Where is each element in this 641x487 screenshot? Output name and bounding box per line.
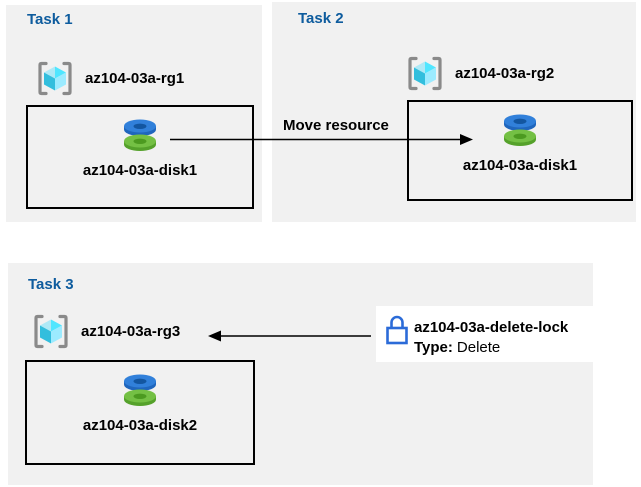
task1-title: Task 1 (27, 11, 73, 28)
lock-icon (386, 315, 408, 345)
delete-lock-name: az104-03a-delete-lock (414, 319, 569, 336)
delete-lock-text: az104-03a-delete-lock Type:Delete (414, 318, 568, 358)
disk-icon (504, 114, 536, 146)
task2-rg-label: az104-03a-rg2 (455, 65, 555, 82)
task3-title: Task 3 (28, 276, 74, 293)
delete-lock-type: Type:Delete (414, 338, 568, 358)
resource-group-icon (38, 61, 72, 96)
task1-resource-group: az104-03a-rg1 (36, 61, 184, 96)
delete-lock-type-value: Delete (456, 339, 501, 356)
task3-disk-label: az104-03a-disk2 (82, 417, 198, 434)
task1-rg-label: az104-03a-rg1 (85, 70, 185, 87)
disk-icon (124, 119, 156, 151)
disk-icon (124, 374, 156, 406)
task2-title: Task 2 (298, 10, 344, 27)
resource-group-icon (408, 56, 442, 91)
task1-resource-box: az104-03a-disk1 (26, 105, 254, 209)
task1-disk-label: az104-03a-disk1 (82, 162, 198, 179)
task1-panel: Task 1 az104-03a-rg1 az104-03a-disk1 (6, 5, 262, 222)
task2-resource-box: az104-03a-disk1 (407, 100, 633, 201)
task3-panel: Task 3 az104-03a-rg3 az104-03a-disk2 (8, 263, 593, 485)
task3-rg-label: az104-03a-rg3 (81, 323, 181, 340)
task2-panel: Task 2 az104-03a-rg2 az104-03a-disk1 (272, 2, 636, 222)
task3-resource-group: az104-03a-rg3 (32, 314, 180, 349)
delete-lock-callout: az104-03a-delete-lock Type:Delete (376, 306, 598, 362)
move-resource-label: Move resource (283, 117, 389, 134)
task2-resource-group: az104-03a-rg2 (406, 56, 554, 91)
task3-resource-box: az104-03a-disk2 (25, 360, 255, 465)
resource-group-icon (34, 314, 68, 349)
delete-lock-type-label: Type: (414, 339, 453, 356)
task2-disk-label: az104-03a-disk1 (462, 157, 578, 174)
